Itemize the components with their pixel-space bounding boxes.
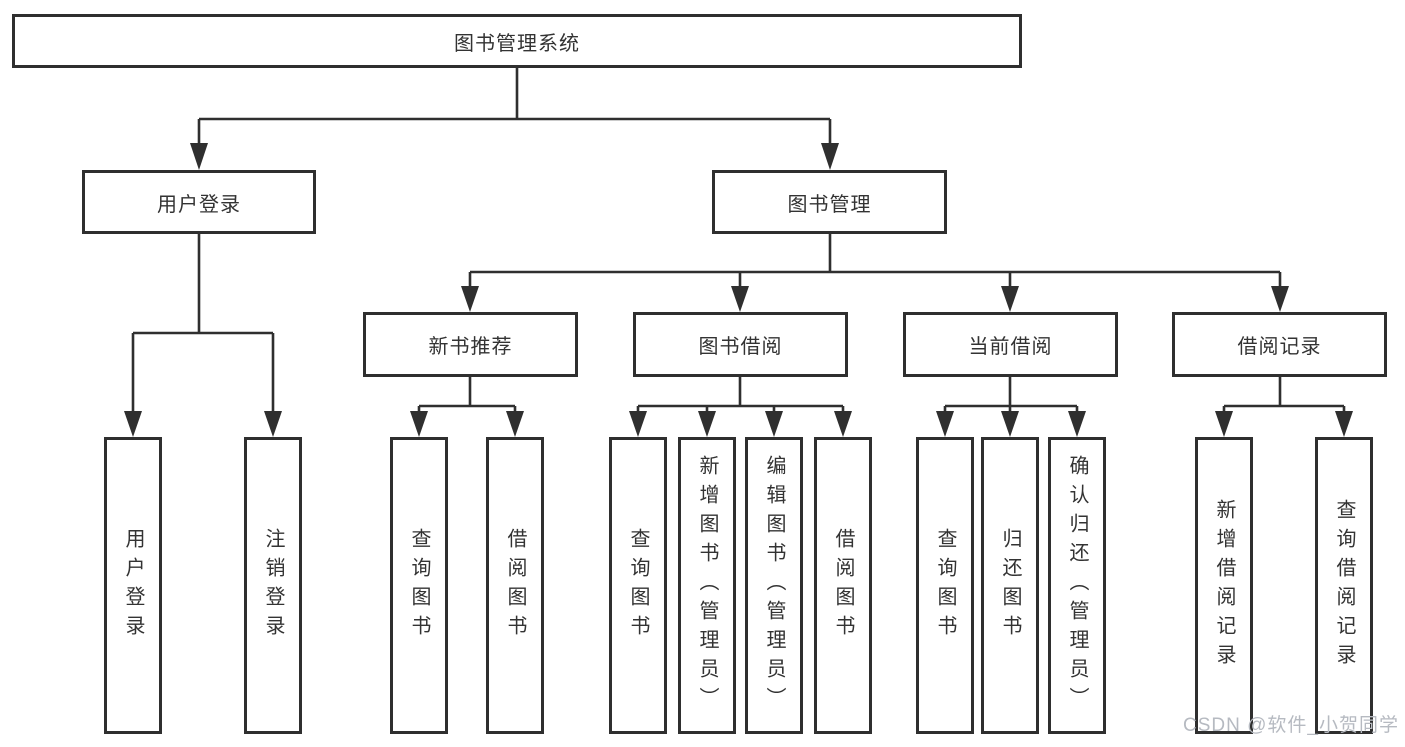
node-book-management-label: 图书管理 bbox=[787, 193, 872, 216]
arrow-down-icon bbox=[821, 143, 839, 170]
arrow-down-icon bbox=[124, 411, 142, 437]
leaf-borrow-borrow-books: 借阅图书 bbox=[814, 437, 872, 734]
connector-root bbox=[197, 68, 832, 150]
node-current-borrow: 当前借阅 bbox=[903, 312, 1118, 377]
leaf-record-add-label: 新增借阅记录 bbox=[1213, 498, 1235, 673]
leaf-newbook-query-books-label: 查询图书 bbox=[408, 527, 430, 644]
watermark: CSDN @软件_小贺同学 bbox=[1183, 715, 1399, 736]
arrow-down-icon bbox=[1215, 411, 1233, 437]
leaf-borrow-add-books: 新增图书（管理员） bbox=[678, 437, 736, 734]
arrow-down-icon bbox=[461, 286, 479, 312]
arrow-down-icon bbox=[731, 286, 749, 312]
arrow-down-icon bbox=[936, 411, 954, 437]
connector-book-management bbox=[468, 234, 1282, 294]
node-root-label: 图书管理系统 bbox=[454, 32, 580, 55]
leaf-borrow-add-books-label: 新增图书（管理员） bbox=[696, 455, 718, 716]
connector-book-borrow bbox=[636, 377, 845, 418]
arrow-down-icon bbox=[1068, 411, 1086, 437]
arrow-down-icon bbox=[698, 411, 716, 437]
leaf-borrow-query-books: 查询图书 bbox=[609, 437, 667, 734]
node-current-borrow-label: 当前借阅 bbox=[968, 336, 1053, 358]
node-book-management: 图书管理 bbox=[712, 170, 947, 234]
leaf-logout: 注销登录 bbox=[244, 437, 302, 734]
leaf-current-return-books-label: 归还图书 bbox=[999, 527, 1021, 644]
leaf-newbook-borrow-books-label: 借阅图书 bbox=[504, 527, 526, 644]
leaf-user-login-label: 用户登录 bbox=[122, 527, 144, 644]
leaf-borrow-query-books-label: 查询图书 bbox=[627, 527, 649, 644]
connector-new-book bbox=[417, 377, 517, 418]
leaf-current-return-books: 归还图书 bbox=[981, 437, 1039, 734]
leaf-borrow-edit-books-label: 编辑图书（管理员） bbox=[763, 455, 785, 716]
node-user-login: 用户登录 bbox=[82, 170, 316, 234]
leaf-borrow-borrow-books-label: 借阅图书 bbox=[832, 527, 854, 644]
arrowheads bbox=[124, 143, 1353, 437]
node-book-borrow-label: 图书借阅 bbox=[698, 336, 783, 358]
connector-borrow-records bbox=[1222, 377, 1346, 418]
node-user-login-label: 用户登录 bbox=[157, 193, 241, 216]
connector-user-login bbox=[131, 234, 275, 418]
leaf-current-confirm-return-label: 确认归还（管理员） bbox=[1066, 455, 1088, 716]
arrow-down-icon bbox=[1001, 286, 1019, 312]
leaf-record-add: 新增借阅记录 bbox=[1195, 437, 1253, 734]
leaf-logout-label: 注销登录 bbox=[262, 527, 284, 644]
leaf-borrow-edit-books: 编辑图书（管理员） bbox=[745, 437, 803, 734]
arrow-down-icon bbox=[765, 411, 783, 437]
arrow-down-icon bbox=[190, 143, 208, 170]
leaf-record-query: 查询借阅记录 bbox=[1315, 437, 1373, 734]
node-root: 图书管理系统 bbox=[12, 14, 1022, 68]
node-borrow-records-label: 借阅记录 bbox=[1237, 336, 1322, 358]
arrow-down-icon bbox=[1271, 286, 1289, 312]
arrow-down-icon bbox=[410, 411, 428, 437]
leaf-user-login: 用户登录 bbox=[104, 437, 162, 734]
arrow-down-icon bbox=[506, 411, 524, 437]
leaf-newbook-borrow-books: 借阅图书 bbox=[486, 437, 544, 734]
node-borrow-records: 借阅记录 bbox=[1172, 312, 1387, 377]
node-book-borrow: 图书借阅 bbox=[633, 312, 848, 377]
arrow-down-icon bbox=[1001, 411, 1019, 437]
leaf-current-query-books-label: 查询图书 bbox=[934, 527, 956, 644]
leaf-current-confirm-return: 确认归还（管理员） bbox=[1048, 437, 1106, 734]
arrow-down-icon bbox=[834, 411, 852, 437]
arrow-down-icon bbox=[1335, 411, 1353, 437]
leaf-current-query-books: 查询图书 bbox=[916, 437, 974, 734]
node-new-book-recommend-label: 新书推荐 bbox=[428, 336, 513, 358]
leaf-record-query-label: 查询借阅记录 bbox=[1333, 498, 1355, 673]
arrow-down-icon bbox=[629, 411, 647, 437]
leaf-newbook-query-books: 查询图书 bbox=[390, 437, 448, 734]
node-new-book-recommend: 新书推荐 bbox=[363, 312, 578, 377]
arrow-down-icon bbox=[264, 411, 282, 437]
